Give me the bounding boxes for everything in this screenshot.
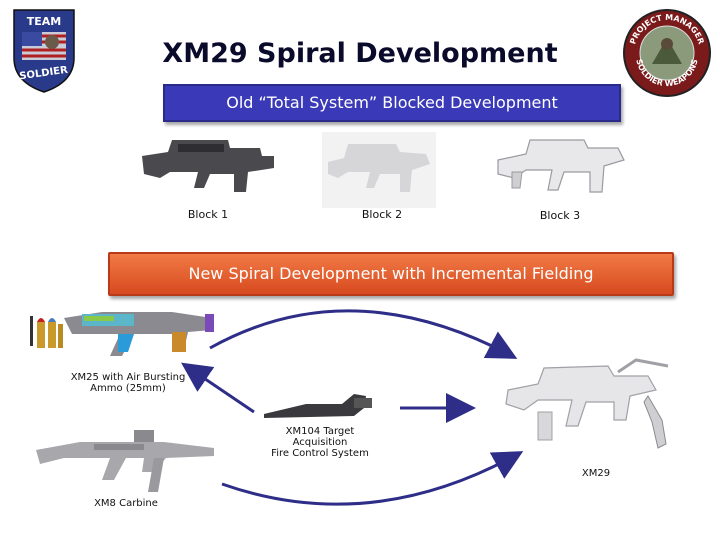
pm-soldier-weapons-seal: PROJECT MANAGER SOLDIER WEAPONS [622,8,712,98]
new-spiral-development-banner: New Spiral Development with Incremental … [108,252,674,296]
old-total-system-banner: Old “Total System” Blocked Development [163,84,621,122]
xm25-to-xm29-arrow [209,309,518,359]
xm104-caption-line-1: XM104 Target [285,426,355,437]
xm104-caption: XM104 Target Acquisition Fire Control Sy… [250,426,390,459]
xm25-weapon-image [62,304,218,368]
block-2-weapon-image [322,132,436,208]
xm8-to-xm29-arrow [221,451,524,506]
xm104-fire-control-image [262,388,374,422]
block-2-label: Block 2 [361,208,403,221]
svg-text:TEAM: TEAM [27,15,61,28]
block-1-weapon-image [138,128,278,204]
xm8-carbine-image [34,424,218,496]
ammo-rounds-image [28,312,64,352]
xm29-weapon-image [498,356,674,460]
block-3-label: Block 3 [539,209,581,222]
team-soldier-logo: TEAM SOLDIER [8,6,80,94]
xm25-caption-line-1: XM25 with Air Bursting [70,372,186,383]
xm25-caption: XM25 with Air Bursting Ammo (25mm) [58,372,198,394]
xm29-caption: XM29 [581,468,611,479]
xm25-caption-line-2: Ammo (25mm) [90,383,166,394]
block-3-weapon-image [492,130,632,206]
xm104-to-xm25-arrow [181,362,255,414]
block-1-label: Block 1 [187,208,229,221]
xm104-caption-line-3: Fire Control System [271,448,369,459]
xm8-caption: XM8 Carbine [94,498,158,509]
xm104-caption-line-2: Acquisition [292,437,348,448]
page-title: XM29 Spiral Development [162,38,558,69]
